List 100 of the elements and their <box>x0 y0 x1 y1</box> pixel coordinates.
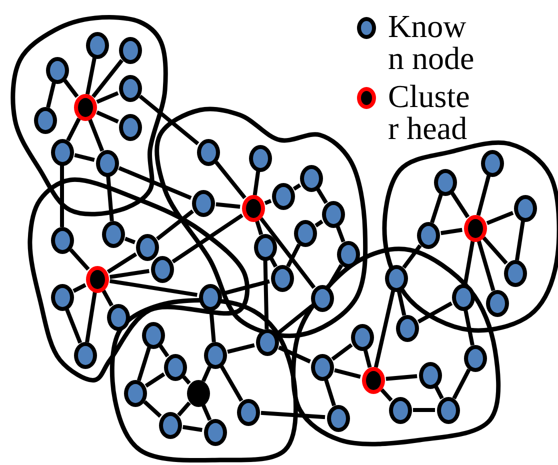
known-node <box>504 260 526 286</box>
known-node <box>118 114 142 140</box>
link-line <box>216 202 240 209</box>
known-node <box>86 32 108 58</box>
known-node <box>486 290 508 316</box>
link-line <box>402 244 422 269</box>
link-line <box>434 386 444 400</box>
known-node <box>204 342 226 368</box>
known-node <box>272 182 294 210</box>
known-node <box>396 314 418 342</box>
known-node <box>434 168 456 196</box>
link-line <box>220 365 244 402</box>
known-node <box>254 234 276 260</box>
known-node <box>418 362 442 388</box>
link-line <box>336 225 346 243</box>
link-line <box>430 194 443 224</box>
link-line <box>60 165 64 227</box>
known-node <box>294 220 316 246</box>
link-line <box>182 375 191 385</box>
link-line <box>158 344 170 358</box>
link-line <box>63 79 79 98</box>
known-node <box>256 328 278 356</box>
link-line <box>91 58 124 98</box>
link-line <box>260 410 326 420</box>
link-line <box>64 308 82 344</box>
known-node <box>388 396 412 424</box>
link-line <box>138 94 200 146</box>
known-node <box>136 234 158 260</box>
link-line <box>85 292 97 342</box>
cluster-head-node <box>86 266 108 292</box>
link-line <box>331 343 353 361</box>
link-line <box>326 264 344 288</box>
link-line <box>476 175 491 216</box>
known-node <box>118 74 142 102</box>
link-line <box>96 110 119 124</box>
link-line <box>201 404 212 421</box>
link-line <box>201 366 212 382</box>
legend-label: Known node <box>388 10 476 74</box>
link-line <box>374 290 396 368</box>
known-node <box>236 398 260 426</box>
known-node <box>480 150 504 176</box>
link-line <box>66 118 81 142</box>
known-node <box>196 138 220 166</box>
link-line <box>482 236 508 265</box>
link-line <box>252 170 260 196</box>
known-node <box>50 226 74 254</box>
link-line <box>222 279 270 296</box>
link-line <box>286 244 301 268</box>
link-line <box>46 82 56 108</box>
known-node <box>336 240 360 268</box>
link-line <box>292 183 302 191</box>
known-node <box>50 284 74 310</box>
link-line <box>72 283 86 293</box>
link-line <box>74 153 95 162</box>
known-node <box>384 264 408 292</box>
link-line <box>254 220 264 236</box>
link-line <box>278 346 311 364</box>
link-line <box>396 290 406 316</box>
link-line <box>450 192 470 218</box>
link-line <box>263 260 269 330</box>
known-node <box>300 164 322 192</box>
known-node <box>436 396 460 424</box>
known-node <box>34 106 56 134</box>
known-node <box>248 144 272 172</box>
link-line <box>136 346 152 382</box>
link-line <box>270 257 278 268</box>
known-node <box>514 194 536 222</box>
known-node <box>150 256 174 282</box>
known-node <box>96 150 118 176</box>
link-line <box>143 400 162 418</box>
link-line <box>102 289 114 307</box>
link-line <box>227 343 255 354</box>
known-node <box>452 284 474 310</box>
link-line <box>386 374 418 381</box>
known-node <box>102 220 124 248</box>
link-line <box>276 304 314 336</box>
known-node <box>142 322 164 348</box>
known-node <box>124 380 146 406</box>
link-line <box>515 220 525 260</box>
known-node <box>350 324 374 350</box>
link-line <box>118 166 192 200</box>
cluster-head-node <box>242 194 264 222</box>
known-node <box>322 200 344 228</box>
link-line <box>110 279 198 297</box>
link-line <box>314 220 324 228</box>
known-node <box>416 222 440 248</box>
known-node <box>464 344 486 372</box>
known-node <box>310 354 334 380</box>
known-node <box>192 190 214 216</box>
link-line <box>214 160 246 200</box>
known-node <box>50 138 74 166</box>
link-line <box>86 57 96 95</box>
link-line <box>177 401 191 417</box>
link-line <box>413 408 435 412</box>
cluster-head-node <box>74 94 96 120</box>
cluster-head-node <box>464 214 486 242</box>
known-node <box>158 412 182 438</box>
link-line <box>440 228 462 236</box>
link-line <box>69 248 90 271</box>
known-node <box>204 418 226 446</box>
